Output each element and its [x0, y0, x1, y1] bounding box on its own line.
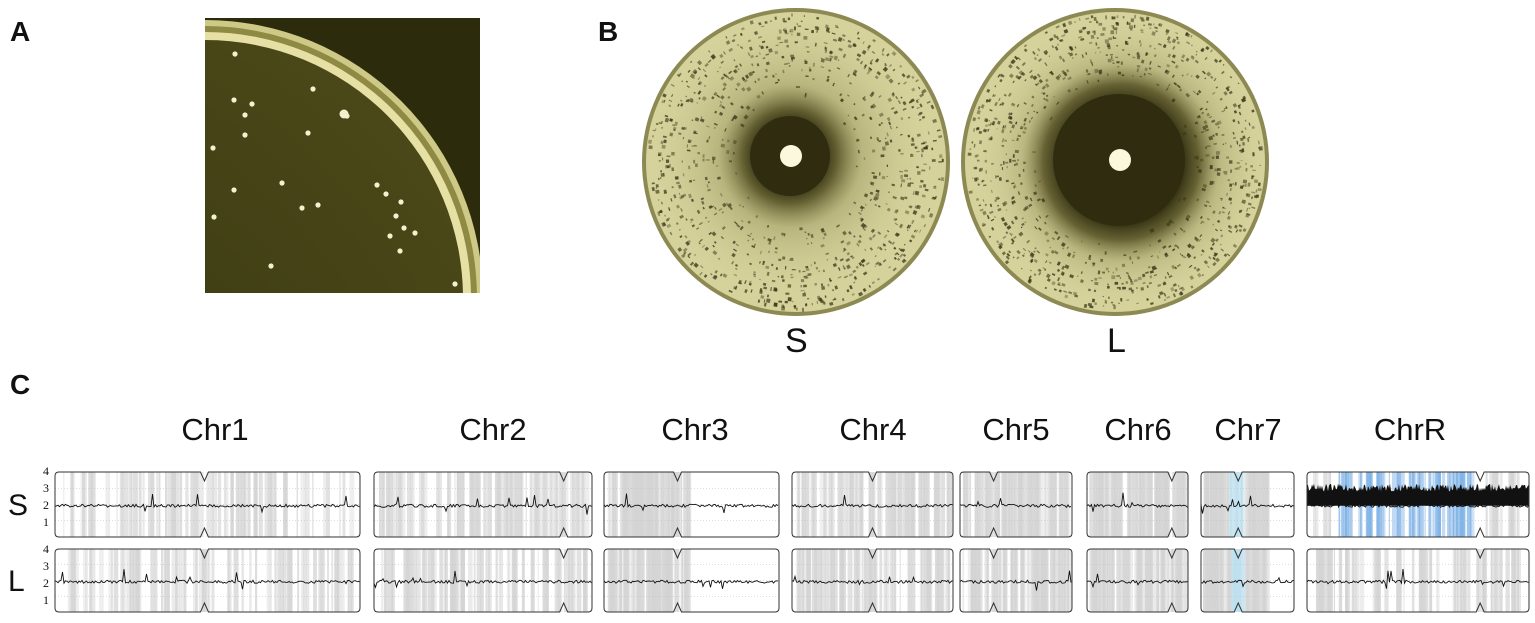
- colony: [401, 225, 407, 231]
- chr2-track-l: [373, 548, 593, 613]
- chr5-track-l: [959, 548, 1073, 613]
- colony: [249, 101, 255, 107]
- magenta-arrow-icon: [512, 159, 524, 179]
- chr6-track-l: [1086, 548, 1189, 613]
- colony: [398, 199, 404, 205]
- colony-plate-image: [205, 18, 480, 293]
- chr4-track-l: [791, 548, 954, 613]
- colony: [232, 51, 238, 57]
- chrr-track-s: [1306, 471, 1530, 538]
- colony: [452, 281, 458, 287]
- panel-b-label: B: [598, 16, 619, 47]
- colonies: [210, 51, 458, 287]
- panel-a-label: A: [10, 16, 31, 47]
- colony: [305, 130, 311, 136]
- antibiotic-disk: [1109, 149, 1131, 171]
- plate-l-label: L: [1107, 322, 1126, 360]
- chr1-label: Chr1: [181, 412, 249, 447]
- colony: [279, 180, 285, 186]
- chr4-label: Chr4: [839, 412, 907, 447]
- chrR-label: ChrR: [1373, 412, 1447, 447]
- colony: [310, 86, 316, 92]
- chr3-track-s: [603, 471, 780, 538]
- colony: [393, 213, 399, 219]
- colony: [242, 112, 248, 118]
- colony: [231, 97, 237, 103]
- colony: [268, 263, 274, 269]
- chr2-label: Chr2: [459, 412, 527, 447]
- chr5-track-s: [959, 471, 1073, 538]
- cyan-arrow-icon: [555, 140, 569, 156]
- colony: [242, 132, 248, 138]
- chr3-label: Chr3: [661, 412, 729, 447]
- lawn-speckles: [967, 14, 1263, 310]
- chr2-track-s: [373, 471, 593, 538]
- chr7-label: Chr7: [1214, 412, 1282, 447]
- plate-l-image: [961, 8, 1269, 316]
- colony: [374, 182, 380, 188]
- ytick-s-3: 3: [43, 481, 49, 495]
- chr6-label: Chr6: [1104, 412, 1172, 447]
- colony: [397, 248, 403, 254]
- plate-s-image: [642, 8, 950, 316]
- ytick-l-3: 3: [43, 559, 49, 573]
- row-l-label: L: [8, 565, 25, 598]
- chr7-track-l: [1200, 548, 1295, 613]
- lawn-speckles: [648, 13, 945, 312]
- ytick-l-2: 2: [43, 576, 49, 590]
- colony: [315, 202, 321, 208]
- chr1-track-s: [54, 471, 361, 538]
- colony: [412, 230, 418, 236]
- chr3-track-l: [603, 548, 780, 613]
- chr7-track-s: [1200, 471, 1295, 538]
- colony: [383, 191, 389, 197]
- chr1-track-l: [54, 548, 361, 613]
- colony: [299, 205, 305, 211]
- colony: [339, 109, 349, 119]
- colony: [210, 145, 216, 151]
- chr4-track-s: [791, 471, 954, 538]
- ytick-l-4: 4: [43, 542, 49, 556]
- colony: [231, 187, 237, 193]
- plate-s-label: S: [785, 322, 808, 360]
- antibiotic-disk: [780, 145, 802, 167]
- ytick-s-4: 4: [43, 464, 49, 478]
- row-s-label: S: [8, 489, 29, 522]
- ytick-s-1: 1: [43, 515, 49, 529]
- chr6-track-s: [1086, 471, 1189, 538]
- ytick-l-1: 1: [43, 593, 49, 607]
- ytick-s-2: 2: [43, 498, 49, 512]
- panel-c-label: C: [10, 369, 31, 400]
- chr5-label: Chr5: [982, 412, 1050, 447]
- colony: [211, 214, 217, 220]
- colony: [387, 233, 393, 239]
- chrr-track-l: [1306, 548, 1530, 613]
